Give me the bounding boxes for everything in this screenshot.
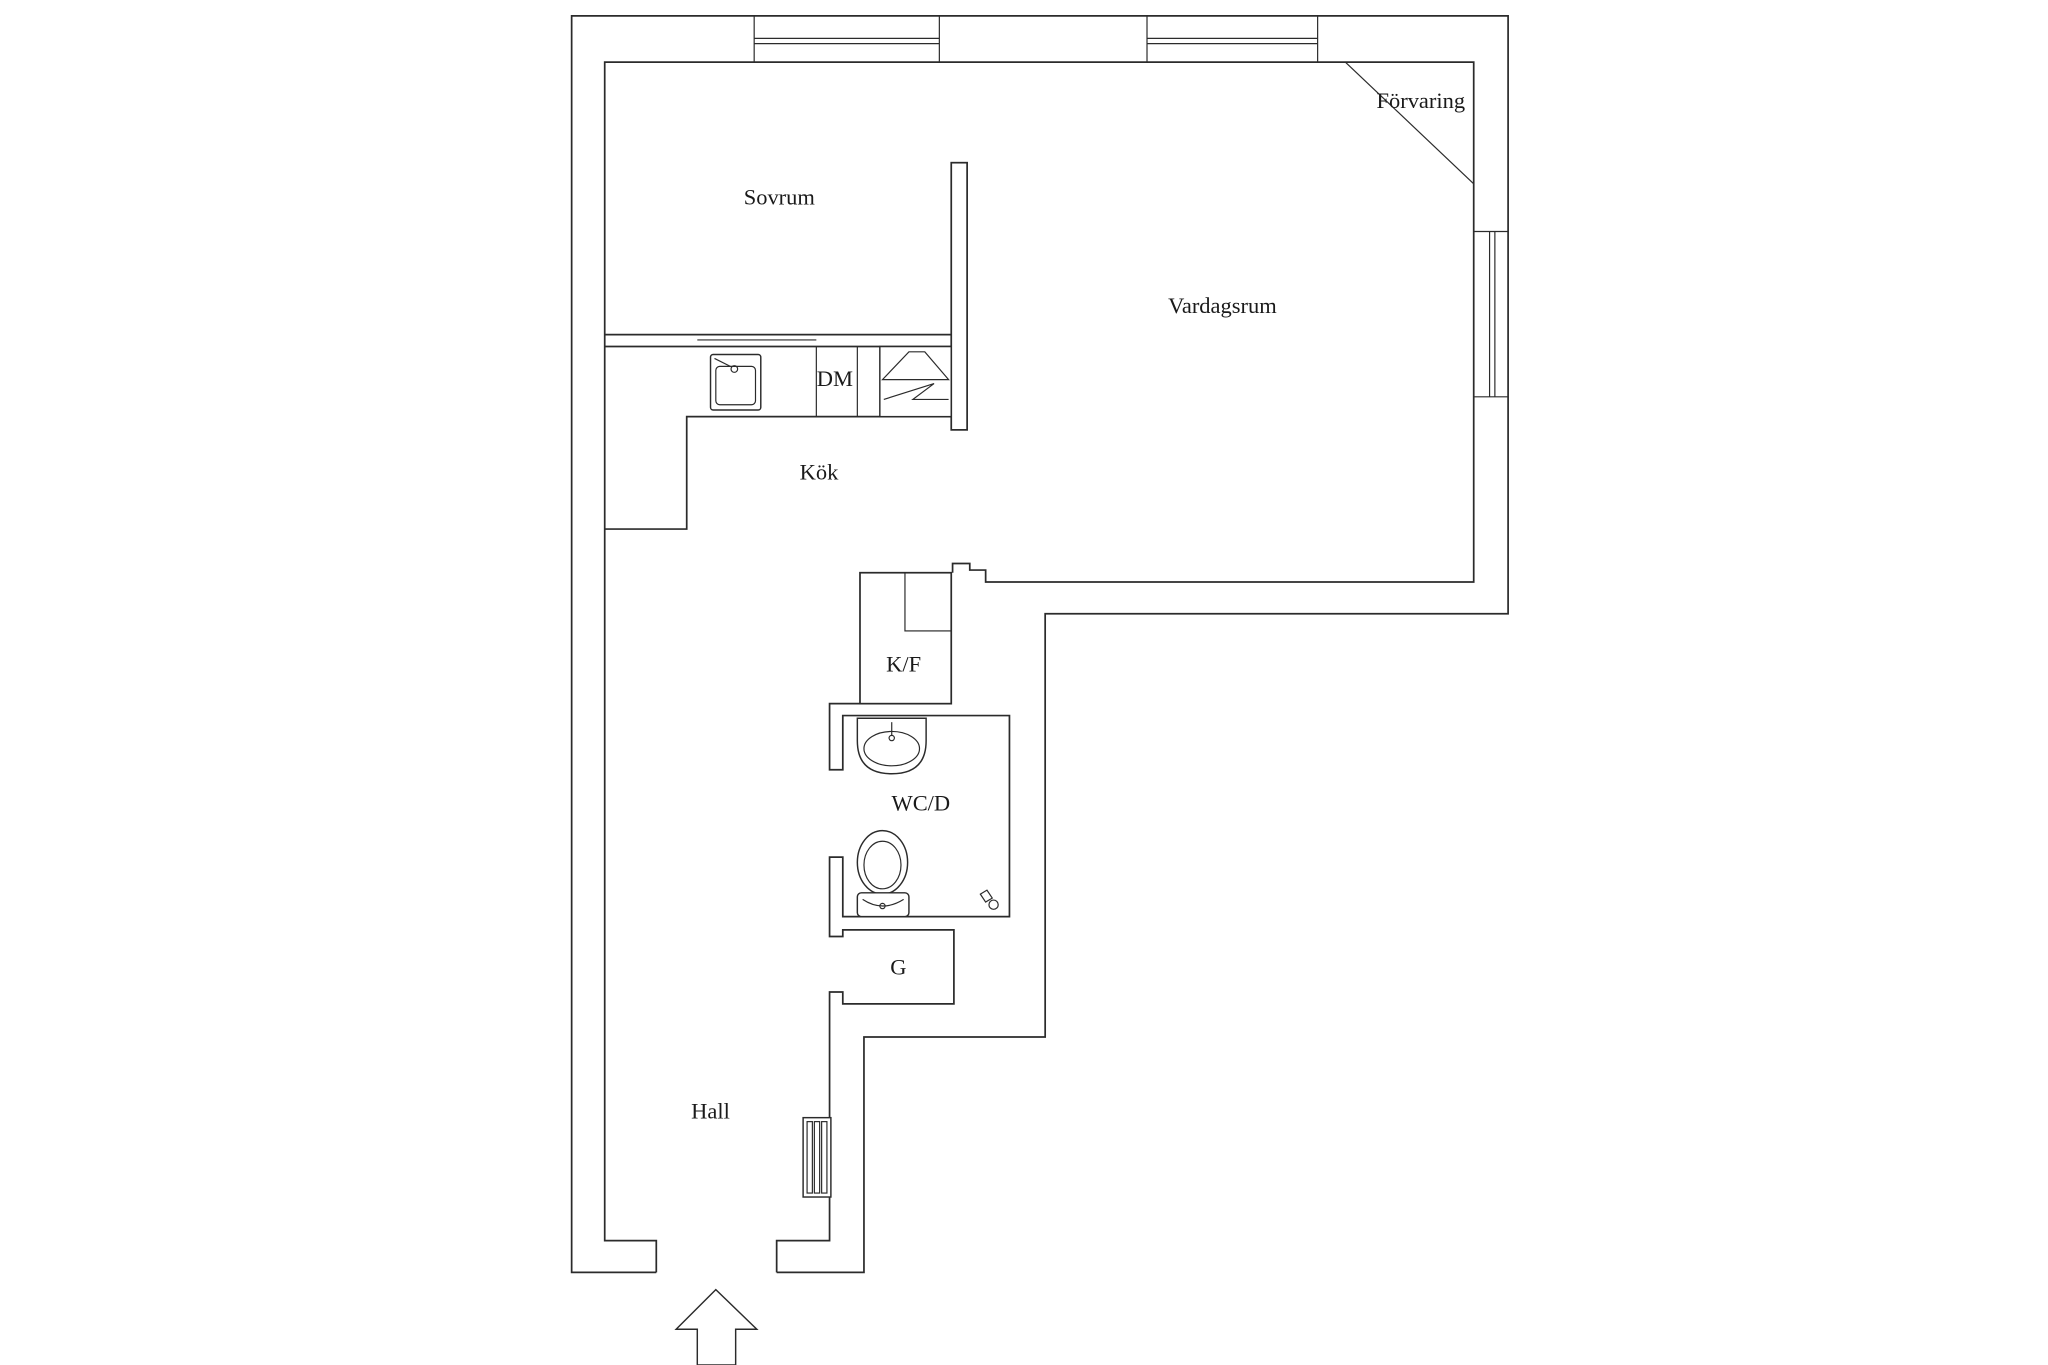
inner-wall-main bbox=[603, 61, 1475, 583]
room-label-forvaring: Förvaring bbox=[1376, 88, 1465, 113]
toilet-bowl bbox=[856, 829, 909, 895]
sink-rim bbox=[709, 353, 762, 411]
washbasin-drain bbox=[888, 734, 895, 742]
stove-hood bbox=[881, 351, 950, 381]
fridge-freezer-box bbox=[859, 571, 953, 705]
radiator-fin bbox=[813, 1121, 821, 1194]
window-frame bbox=[1473, 230, 1509, 398]
toilet-tank-detail bbox=[862, 898, 904, 907]
radiator-icon bbox=[802, 1116, 832, 1198]
room-label-vardagsrum: Vardagsrum bbox=[1168, 293, 1277, 318]
fridge-freezer bbox=[859, 571, 953, 705]
room-label-sovrum: Sovrum bbox=[744, 185, 816, 210]
window-top-left bbox=[753, 15, 940, 63]
window-top-right bbox=[1146, 15, 1319, 63]
hall-left-wall bbox=[603, 346, 658, 1273]
toilet-tank bbox=[856, 892, 910, 918]
fridge-freezer-unit bbox=[904, 572, 952, 632]
room-label-kf: K/F bbox=[886, 651, 921, 676]
washbasin-icon bbox=[856, 717, 927, 775]
room-label-wcd: WC/D bbox=[891, 790, 950, 815]
radiator-fin bbox=[821, 1121, 828, 1194]
bedroom-partition-wall bbox=[950, 161, 968, 431]
room-label-g: G bbox=[890, 954, 906, 979]
outer-wall bbox=[570, 15, 1509, 1274]
kitchen-counter-edge bbox=[604, 415, 952, 530]
floor-drain-handle bbox=[979, 889, 994, 903]
toilet-seat bbox=[863, 840, 902, 890]
room-label-kok: Kök bbox=[800, 460, 839, 485]
stove-icon bbox=[879, 345, 952, 418]
room-label-hall: Hall bbox=[691, 1099, 730, 1124]
sink-drain bbox=[730, 365, 739, 373]
sink-faucet bbox=[714, 357, 731, 367]
entrance-arrow-icon bbox=[674, 1288, 759, 1365]
radiator-fin bbox=[806, 1121, 813, 1194]
room-label-dm: DM bbox=[817, 366, 853, 391]
stove-symbol bbox=[883, 383, 949, 401]
radiator-body bbox=[802, 1116, 832, 1198]
kitchen-sink-icon bbox=[709, 353, 762, 411]
dishwasher-divider bbox=[815, 346, 858, 417]
window-frame bbox=[753, 15, 940, 63]
storage-door-line bbox=[1345, 61, 1475, 185]
toilet-flush bbox=[879, 902, 886, 910]
floor-drain-head bbox=[988, 899, 999, 910]
bathroom-closet-walls bbox=[775, 702, 1011, 1273]
window-frame bbox=[1146, 15, 1319, 63]
washbasin-outer bbox=[856, 717, 927, 775]
floor-drain-icon bbox=[979, 889, 999, 910]
stove-body bbox=[879, 345, 952, 418]
toilet-icon bbox=[856, 829, 910, 918]
window-right bbox=[1473, 230, 1509, 398]
